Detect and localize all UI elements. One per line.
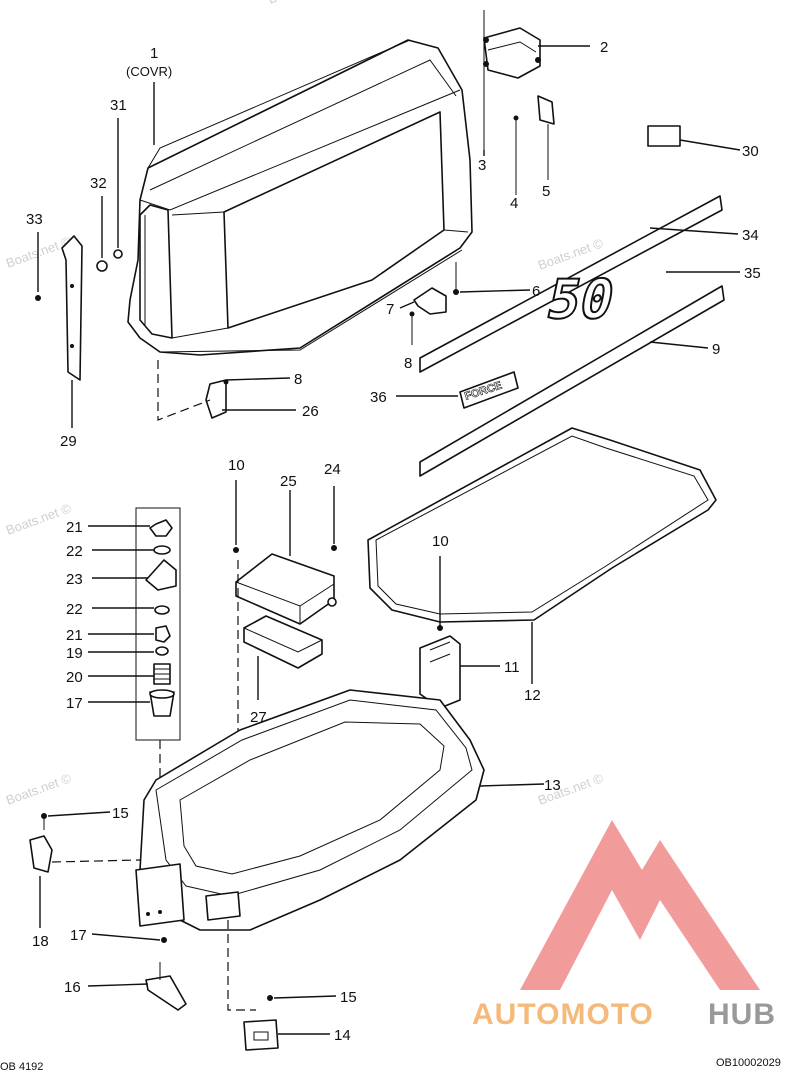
callout-24: 24 bbox=[324, 461, 341, 478]
callout-11: 11 bbox=[504, 659, 520, 676]
footer-right-code: OB10002029 bbox=[716, 1057, 781, 1069]
decal-force-part-36 bbox=[459, 371, 519, 409]
decal-50-text: 50 bbox=[542, 268, 620, 331]
top-cowl-part bbox=[127, 39, 473, 356]
callout-15b: 15 bbox=[340, 989, 357, 1006]
plate-part-23 bbox=[145, 559, 177, 591]
bracket-part-5 bbox=[537, 95, 555, 125]
callout-14: 14 bbox=[334, 1027, 351, 1044]
stripe-part-34 bbox=[419, 195, 723, 373]
clip-part-18 bbox=[29, 835, 53, 873]
nut-part-21a bbox=[149, 519, 173, 537]
callout-7: 7 bbox=[386, 301, 394, 318]
callout-21a: 21 bbox=[66, 519, 83, 536]
callout-8b: 8 bbox=[294, 371, 302, 388]
callout-22b: 22 bbox=[66, 601, 83, 618]
footer-left-code: OB 4192 bbox=[0, 1061, 43, 1073]
stripe-part-9 bbox=[419, 285, 725, 477]
foam-pad-part-27 bbox=[243, 615, 323, 669]
callout-labels: 1 (COVR) 2 3 4 5 6 7 8 8 9 10 10 11 12 1… bbox=[26, 39, 761, 1044]
callout-16: 16 bbox=[64, 979, 81, 996]
bracket-part-16 bbox=[145, 975, 187, 1011]
callout-26: 26 bbox=[302, 403, 319, 420]
callout-2: 2 bbox=[600, 39, 608, 56]
callout-18: 18 bbox=[32, 933, 49, 950]
callout-5: 5 bbox=[542, 183, 550, 200]
logo-text-automoto: AUTOMOTO bbox=[472, 998, 654, 1031]
latch-part-14 bbox=[243, 1019, 279, 1051]
callout-10b: 10 bbox=[432, 533, 449, 550]
callout-15a: 15 bbox=[112, 805, 129, 822]
callout-3: 3 bbox=[478, 157, 486, 174]
callout-12: 12 bbox=[524, 687, 541, 704]
callout-36: 36 bbox=[370, 389, 387, 406]
watermark-3: Boats.net © bbox=[4, 500, 74, 538]
strip-part-29 bbox=[61, 235, 83, 381]
callout-1: 1 bbox=[150, 45, 158, 62]
callout-32: 32 bbox=[90, 175, 107, 192]
callout-23: 23 bbox=[66, 571, 83, 588]
callout-6: 6 bbox=[532, 283, 540, 300]
logo-text-hub: HUB bbox=[708, 998, 776, 1031]
callout-30: 30 bbox=[742, 143, 759, 160]
callout-21b: 21 bbox=[66, 627, 83, 644]
bottom-cowl-part bbox=[135, 689, 485, 931]
washer-part-22b bbox=[154, 605, 170, 615]
cover-label: (COVR) bbox=[126, 64, 172, 79]
nut-part-21b bbox=[155, 625, 171, 643]
decal-part-30 bbox=[647, 125, 681, 147]
callout-25: 25 bbox=[280, 473, 297, 490]
callout-17a: 17 bbox=[66, 695, 83, 712]
watermark-7: Boats.net © bbox=[266, 0, 336, 7]
bracket-part-26 bbox=[205, 379, 227, 419]
latch-part-7 bbox=[413, 287, 447, 315]
front-mount-block bbox=[135, 863, 185, 927]
lockwasher-part-19 bbox=[155, 646, 169, 656]
callout-20: 20 bbox=[66, 669, 83, 686]
callout-13: 13 bbox=[544, 777, 561, 794]
callout-27: 27 bbox=[250, 709, 267, 726]
module-part-25 bbox=[235, 553, 335, 625]
callout-33: 33 bbox=[26, 211, 43, 228]
callout-8a: 8 bbox=[404, 355, 412, 372]
callout-10a: 10 bbox=[228, 457, 245, 474]
bracket-part-11 bbox=[419, 635, 461, 709]
callout-9: 9 bbox=[712, 341, 720, 358]
callout-17b: 17 bbox=[70, 927, 87, 944]
callout-22a: 22 bbox=[66, 543, 83, 560]
logo-triangle-mark bbox=[520, 820, 760, 990]
latch-pocket bbox=[205, 891, 241, 921]
callout-19: 19 bbox=[66, 645, 83, 662]
callout-4: 4 bbox=[510, 195, 518, 212]
callout-31: 31 bbox=[110, 97, 127, 114]
seal-part-12 bbox=[367, 427, 717, 623]
leader-lines bbox=[47, 45, 741, 1035]
hardware-stack-panel bbox=[135, 507, 181, 741]
automotohub-logo: AUTOMOTO HUB bbox=[472, 820, 776, 1031]
callout-35: 35 bbox=[744, 265, 761, 282]
callout-34: 34 bbox=[742, 227, 759, 244]
callout-29: 29 bbox=[60, 433, 77, 450]
bracket-part-2 bbox=[483, 27, 541, 79]
watermark-5: Boats.net © bbox=[4, 770, 74, 808]
washer-part-22a bbox=[153, 545, 171, 555]
